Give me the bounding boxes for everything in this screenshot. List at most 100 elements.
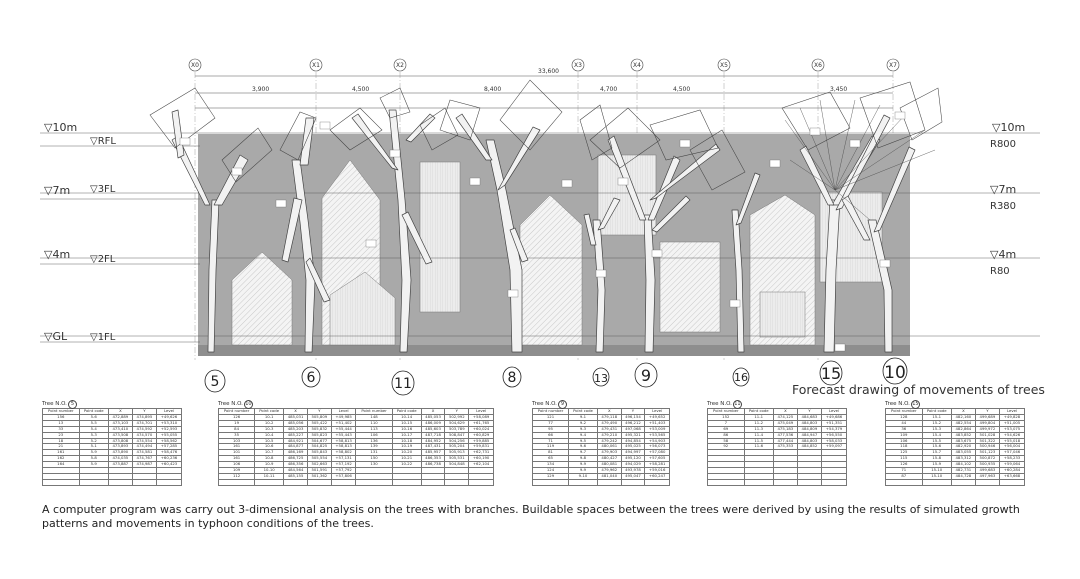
tree-number: 8	[508, 370, 517, 386]
grid-labels: X0 X1 X2 X3 X4 X5 X6 X7	[191, 62, 897, 69]
caption-text: A computer program was carry out 3-dimen…	[42, 503, 1020, 530]
tree-number: 13	[594, 372, 608, 385]
table-title-text: Tree N.O.	[885, 401, 910, 407]
grid-label: X1	[312, 62, 320, 69]
grid-label: X6	[814, 62, 822, 69]
table-cell: +60,247	[644, 472, 670, 480]
branch-movement-outlines	[149, 79, 943, 191]
table-cell: 484,728	[950, 472, 976, 480]
table-cell	[217, 478, 256, 486]
table-cell: 485,155	[283, 472, 308, 480]
table-blank-row	[42, 478, 183, 486]
tree-number: 5	[211, 374, 220, 390]
table-cell	[531, 478, 570, 486]
table-cell	[568, 478, 598, 486]
level-label: ▽3FL	[90, 184, 116, 195]
overall-dimension: 33,600	[538, 68, 559, 75]
table-cell	[391, 478, 422, 486]
table-cell	[998, 478, 1026, 486]
table-cell	[78, 478, 109, 486]
table-cell	[254, 478, 285, 486]
dimension-label: 3,450	[830, 86, 847, 93]
grid-label: X7	[889, 62, 897, 69]
table-cell	[885, 478, 923, 486]
tree-numbers: 5 6 11 8 13 9 16 15 10	[211, 363, 906, 392]
level-label: R800	[990, 139, 1016, 150]
level-label: ▽RFL	[90, 136, 116, 147]
level-label: ▽10m	[44, 121, 77, 134]
table-cell	[772, 478, 798, 486]
table-blank-row	[885, 478, 1026, 486]
point-tags	[179, 111, 906, 352]
table-title: Tree N.O.15	[885, 400, 1025, 409]
forecast-label: Forecast drawing of movements of trees	[792, 382, 1045, 397]
table-title: Tree N.O.9	[532, 400, 670, 409]
table-cell: 473,887	[107, 461, 133, 469]
ground-band	[198, 345, 910, 356]
tree-number: 11	[394, 376, 412, 392]
elevation-drawing: 33,600 3,900 4,500 8,400 4,700 4,500 3,4…	[40, 58, 1040, 396]
level-label: ▽7m	[44, 184, 70, 197]
tree-number: 15	[821, 364, 841, 383]
dimension-label: 4,500	[352, 86, 369, 93]
level-label: ▽GL	[44, 330, 68, 343]
table-cell	[131, 478, 157, 486]
table-cell	[283, 478, 308, 486]
table-cell	[974, 478, 1000, 486]
table-cell	[355, 478, 393, 486]
level-label: ▽4m	[44, 248, 70, 261]
tree-number: 10	[884, 363, 906, 383]
dimension-label: 4,500	[673, 86, 690, 93]
table-cell	[155, 478, 183, 486]
table-cell	[468, 472, 494, 480]
table-cell	[306, 478, 332, 486]
table-cell: +59,097	[820, 443, 848, 451]
table-cell	[391, 472, 422, 480]
table-cell: 475,353	[772, 443, 798, 451]
table-cell	[707, 478, 745, 486]
grid-label: X5	[720, 62, 728, 69]
table-cell: 9-10	[568, 472, 598, 480]
level-label: ▽10m	[992, 121, 1025, 134]
table-title-text: Tree N.O.	[218, 401, 243, 407]
table-cell	[420, 472, 446, 480]
level-lines	[40, 132, 1040, 343]
table-cell: +63,668	[998, 472, 1026, 480]
table-cell	[620, 478, 646, 486]
level-labels-left: ▽10m ▽RFL ▽7m ▽3FL ▽4m ▽2FL ▽GL ▽1FL	[44, 121, 116, 343]
caption: A computer program was carry out 3-dimen…	[42, 503, 1042, 531]
table-title-text: Tree N.O.	[42, 401, 67, 407]
dimension-texts: 33,600 3,900 4,500 8,400 4,700 4,500 3,4…	[252, 68, 847, 93]
tree-number: 16	[734, 371, 748, 384]
grid-label: X0	[191, 62, 199, 69]
table-title: Tree N.O.5	[42, 400, 182, 409]
level-label: ▽1FL	[90, 332, 116, 343]
table-blank-row	[531, 478, 670, 486]
table-cell	[107, 478, 133, 486]
dimension-label: 3,900	[252, 86, 269, 93]
level-labels-right: ▽10m R800 ▽7m R380 ▽4m R80	[990, 121, 1025, 277]
grid-label: X2	[396, 62, 404, 69]
dimension-lines	[195, 75, 893, 109]
table-title-text: Tree N.O.	[707, 401, 732, 407]
